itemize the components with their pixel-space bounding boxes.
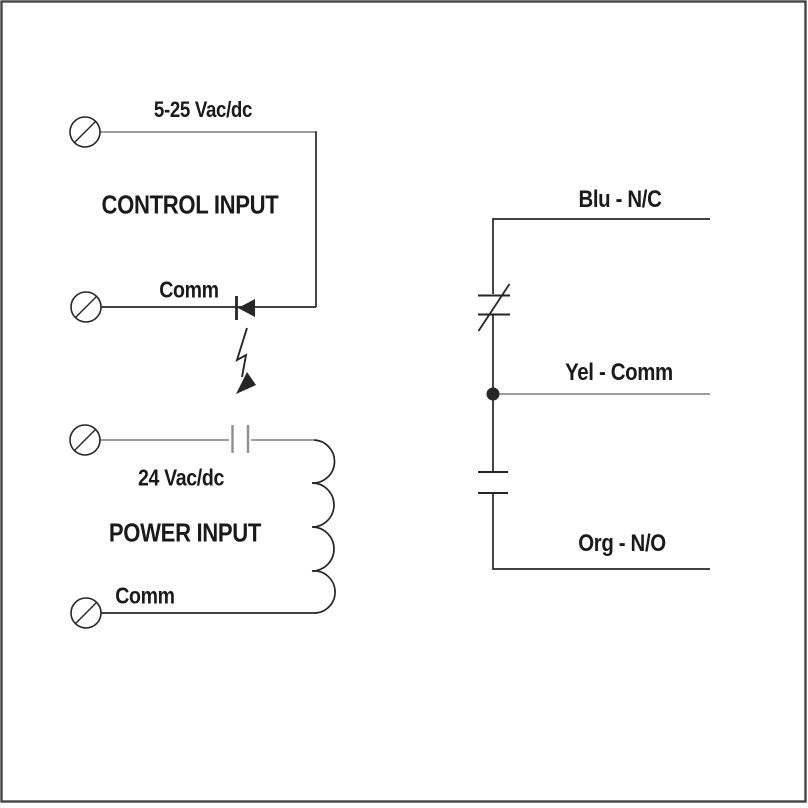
led-diode-icon: [235, 296, 255, 320]
junction-dot: [486, 387, 500, 401]
nc-contact-icon: [477, 283, 511, 332]
relay-output-circuit: [477, 218, 710, 570]
control-input-title: CONTROL INPUT: [101, 189, 279, 220]
relay-coil-icon: [311, 439, 336, 614]
no-contact-icon: [478, 471, 508, 494]
capacitor-icon: [231, 425, 250, 453]
control-voltage-label: 5-25 Vac/dc: [153, 97, 253, 122]
control-positive-terminal-icon: [69, 116, 101, 148]
output-comm-label: Yel - Comm: [565, 359, 673, 386]
power-positive-terminal-icon: [69, 424, 101, 456]
power-voltage-label: 24 Vac/dc: [137, 464, 225, 491]
power-input-title: POWER INPUT: [108, 517, 262, 548]
power-input-circuit: [69, 424, 336, 629]
power-comm-terminal-icon: [70, 597, 102, 629]
control-input-circuit: [69, 116, 317, 394]
optical-coupling-arrow-icon: [235, 327, 256, 394]
control-comm-terminal-icon: [70, 291, 102, 323]
output-no-label: Org - N/O: [578, 530, 666, 557]
control-comm-label: Comm: [159, 276, 219, 303]
output-nc-label: Blu - N/C: [578, 186, 662, 213]
power-comm-label: Comm: [115, 582, 175, 609]
